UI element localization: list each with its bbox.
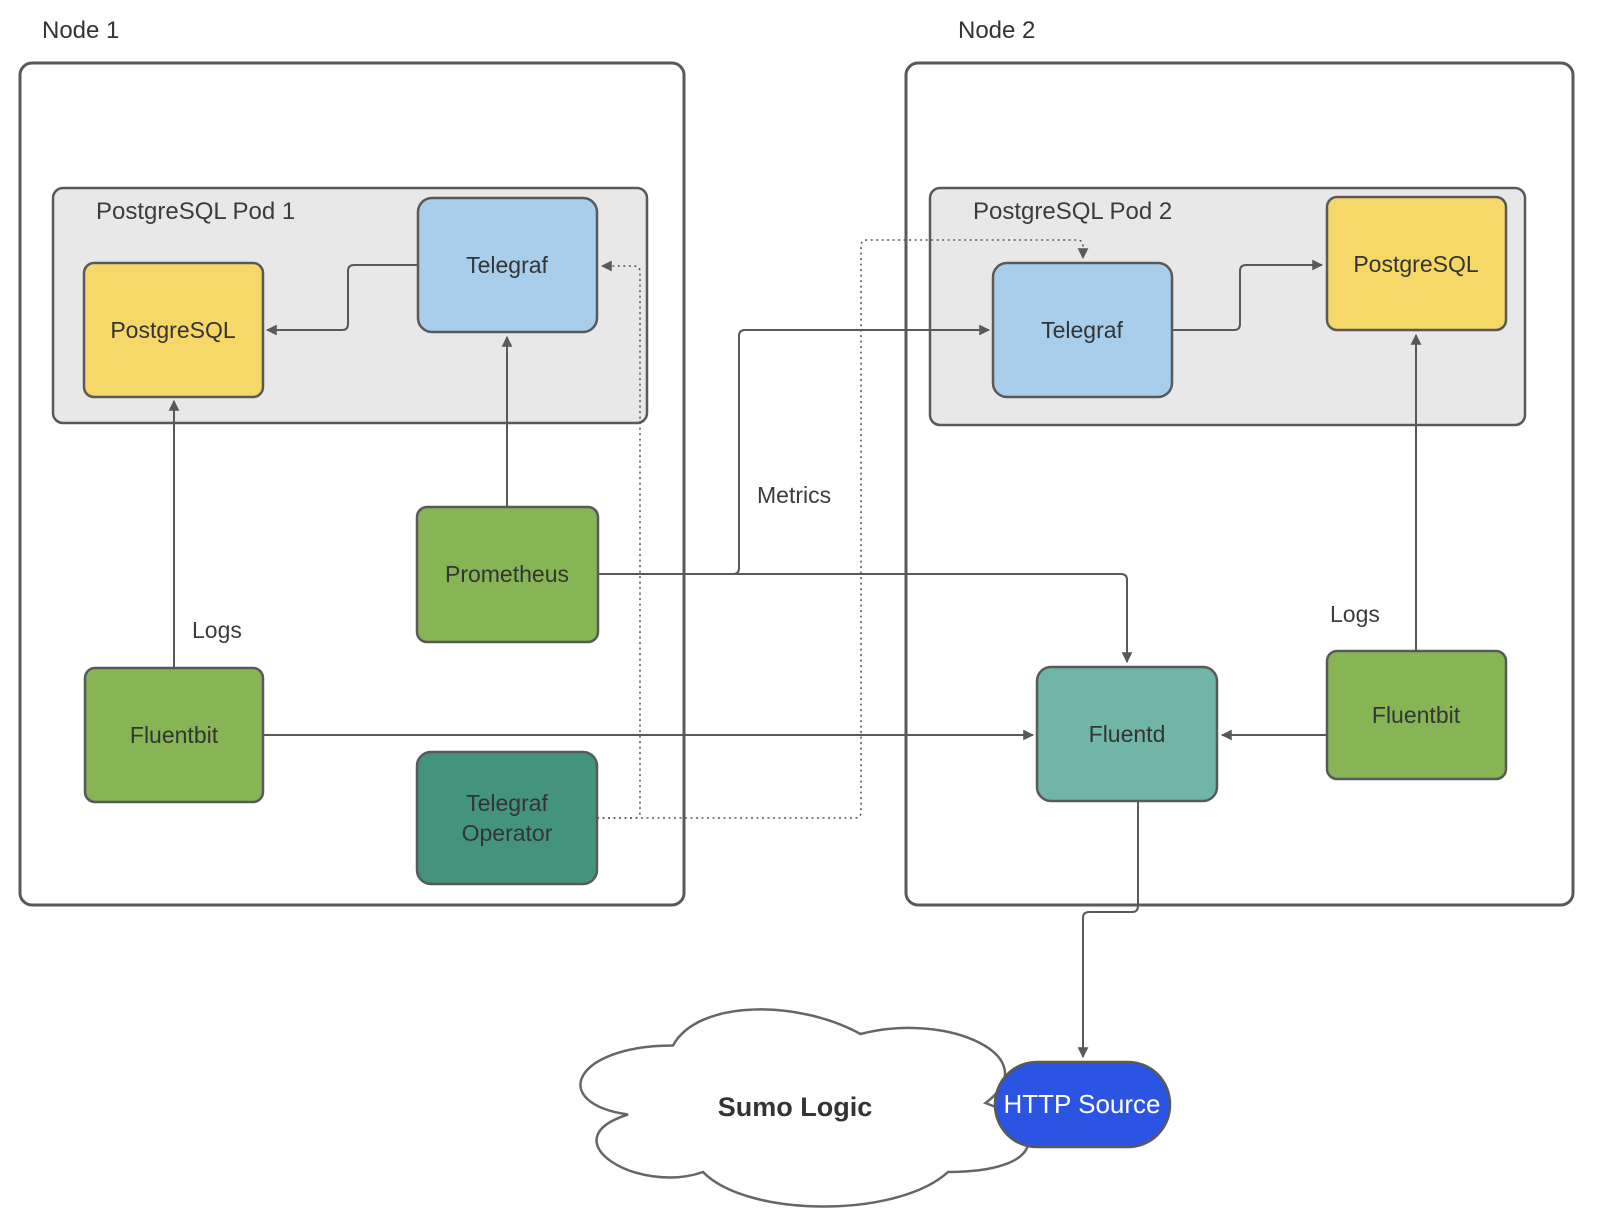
postgresql-pod-2-title: PostgreSQL Pod 2 <box>973 198 1172 225</box>
logs-label-left: Logs <box>192 617 242 643</box>
prometheus-rect <box>415 505 600 644</box>
fluentd-box: Fluentd <box>1035 665 1219 803</box>
postgresql-2-label: PostgreSQL <box>1353 251 1478 277</box>
logs-label-right: Logs <box>1330 601 1380 627</box>
telegraf-operator-rect <box>415 750 599 886</box>
postgresql-1-rect <box>82 261 265 399</box>
telegraf-2-label: Telegraf <box>1041 317 1123 343</box>
fluentbit-left-label: Fluentbit <box>130 722 219 748</box>
postgresql-pod-1-title: PostgreSQL Pod 1 <box>96 198 295 225</box>
telegraf-operator-label-line2: Operator <box>462 820 553 846</box>
telegraf-1-label: Telegraf <box>466 252 548 278</box>
edge-fluentd-to-http-source <box>1077 801 1139 1059</box>
fluentbit-left-box: Fluentbit <box>83 666 265 804</box>
postgresql-2-box: PostgreSQL <box>1325 195 1508 332</box>
prometheus-label: Prometheus <box>445 561 569 587</box>
node-1-title: Node 1 <box>42 17 119 44</box>
fluentbit-left-rect <box>83 666 265 804</box>
fluentd-label: Fluentd <box>1089 721 1166 747</box>
telegraf-2-rect <box>991 261 1174 399</box>
fluentbit-right-box: Fluentbit <box>1325 649 1508 781</box>
prometheus-box: Prometheus <box>415 505 600 644</box>
edge-telegraf2-to-postgresql2 <box>1172 259 1324 331</box>
postgresql-1-box: PostgreSQL <box>82 261 265 399</box>
postgresql-2-rect <box>1325 195 1508 332</box>
telegraf-operator-label-line1: Telegraf <box>466 790 548 816</box>
http-source-label: HTTP Source <box>1003 1089 1160 1119</box>
telegraf-2-box: Telegraf <box>991 261 1174 399</box>
fluentd-rect <box>1035 665 1219 803</box>
http-source-box: HTTP Source <box>993 1060 1172 1149</box>
edge-telegraf1-to-postgresql1 <box>265 264 418 336</box>
cloud-shape <box>579 1008 1030 1208</box>
edge-prometheus-to-fluentd-metrics <box>598 573 1133 664</box>
node-2-title: Node 2 <box>958 17 1035 44</box>
telegraf-operator-box: Telegraf Operator <box>415 750 599 886</box>
sumo-logic-cloud: Sumo Logic <box>579 1008 1030 1208</box>
metrics-label: Metrics <box>757 482 831 508</box>
postgresql-1-label: PostgreSQL <box>110 317 235 343</box>
http-source-rect <box>993 1060 1172 1149</box>
telegraf-1-rect <box>416 196 599 334</box>
sumo-logic-label: Sumo Logic <box>718 1092 873 1122</box>
telegraf-1-box: Telegraf <box>416 196 599 334</box>
fluentbit-right-label: Fluentbit <box>1372 702 1461 728</box>
fluentbit-right-rect <box>1325 649 1508 781</box>
